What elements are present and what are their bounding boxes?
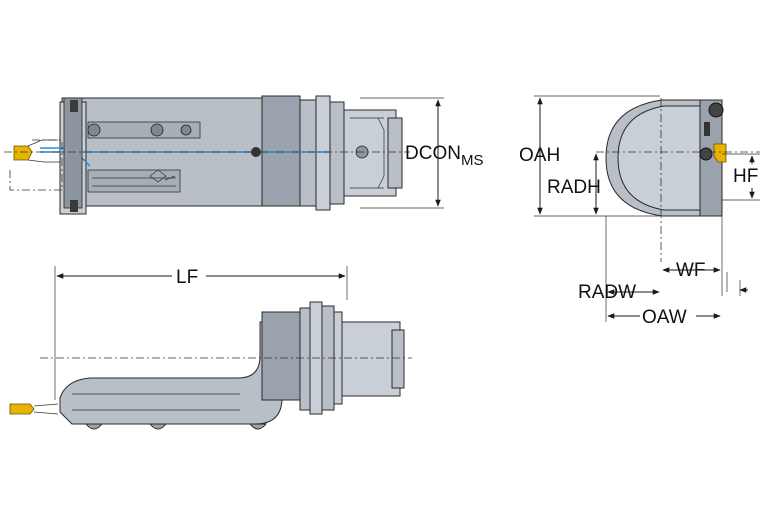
bottom-front-view: LF <box>9 264 412 430</box>
lf-label: LF <box>176 267 198 288</box>
radh-label: RADH <box>547 177 601 198</box>
radw-label: RADW <box>578 282 636 303</box>
shoulder-block <box>261 95 301 207</box>
coupling <box>341 321 401 397</box>
oaw-label: OAW <box>642 307 687 328</box>
shoulder <box>261 311 303 401</box>
dcon-label: DCONMS <box>405 143 483 169</box>
lower-body <box>59 321 283 425</box>
clamp-screw <box>708 102 724 118</box>
oah-label: OAH <box>519 145 560 166</box>
insert <box>13 145 33 161</box>
insert-bottom <box>9 403 35 415</box>
hf-label: HF <box>733 166 758 187</box>
insert-end <box>713 143 727 163</box>
top-side-view: DCONMS <box>4 95 483 215</box>
coupling-shank <box>343 109 397 197</box>
flange-ring <box>329 101 345 205</box>
coupling-end <box>387 117 403 189</box>
flange-ring <box>299 99 317 207</box>
clamp-screw <box>699 147 713 161</box>
end-view: OAH RADH HF WF RADW OAW <box>519 95 762 328</box>
head-inner <box>617 105 717 211</box>
wf-label: WF <box>676 260 706 281</box>
flange-ring <box>315 95 331 211</box>
